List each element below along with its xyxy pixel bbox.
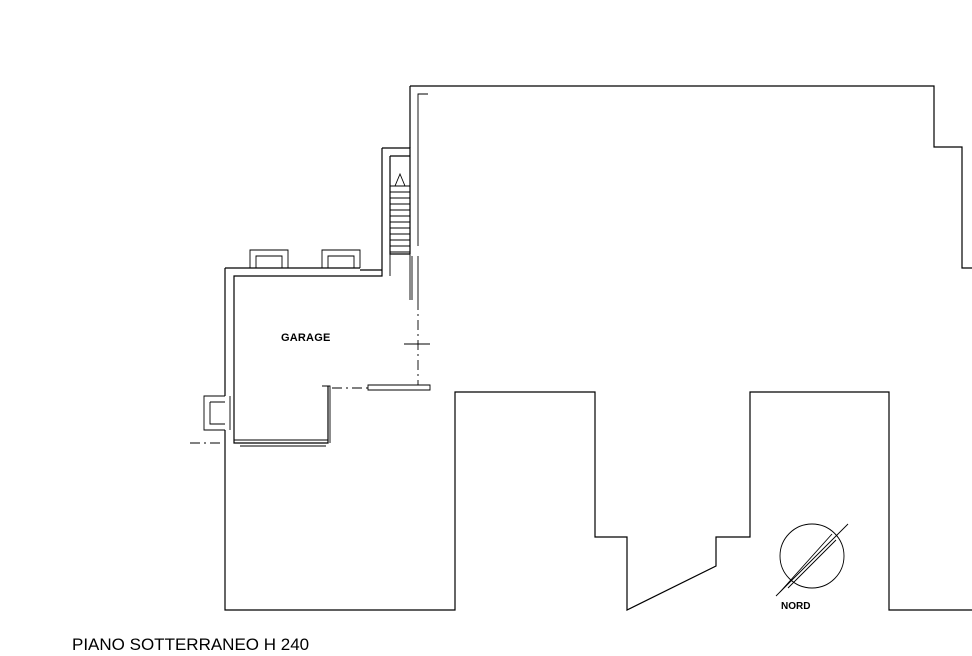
garage-inner-wall (389, 254, 413, 300)
room-label-garage: GARAGE (281, 332, 331, 344)
garage-window-left (249, 249, 289, 269)
garage-outline (224, 267, 383, 450)
garage-window-side (203, 395, 231, 431)
garage-window-right (321, 249, 361, 269)
staircase-outline (381, 147, 411, 270)
partition-right (322, 385, 331, 443)
stair-steps (390, 172, 410, 253)
building-outline-lower (224, 391, 972, 611)
north-compass-icon (775, 523, 849, 597)
partition-beam (367, 384, 431, 391)
building-inner-wall (417, 93, 428, 300)
building-outline-upper (410, 85, 972, 269)
garage-door (234, 439, 328, 447)
compass-label: NORD (781, 601, 811, 612)
plan-title: PIANO SOTTERRANEO H 240 (72, 635, 310, 654)
